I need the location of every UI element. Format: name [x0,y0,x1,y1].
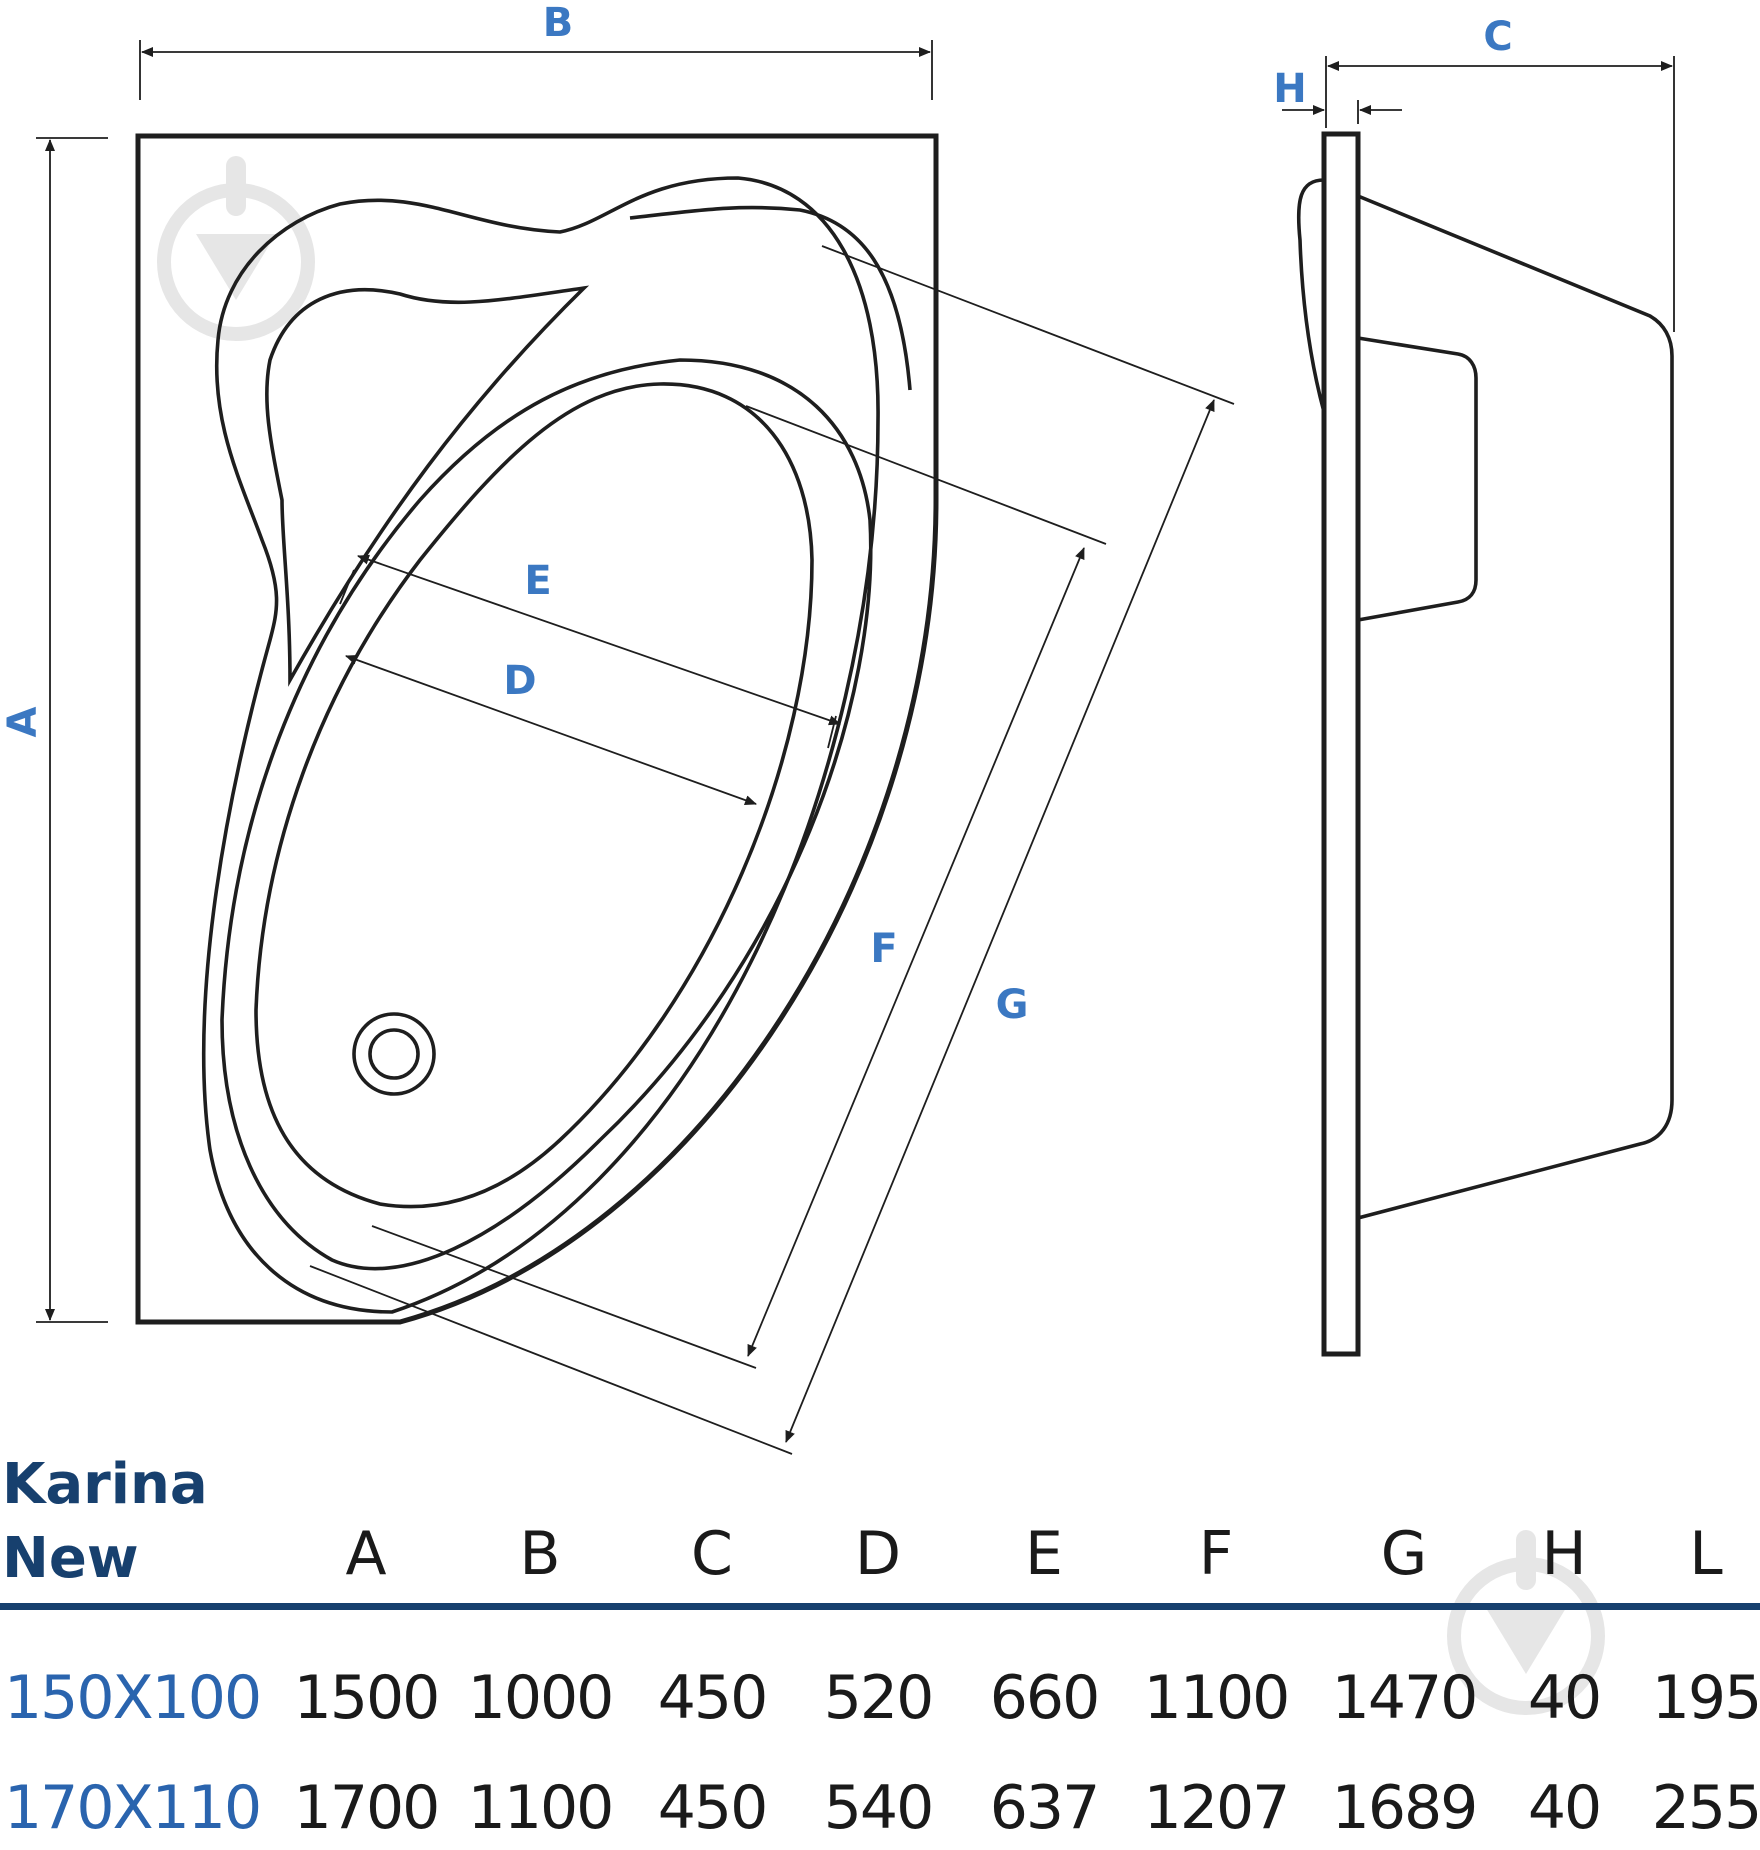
plan-outline [135,133,939,1325]
dim-label-d: D [503,658,536,704]
dim-label-e: E [524,558,551,604]
side-rim [1321,131,1361,1357]
column-header-f: F [1198,1519,1234,1589]
inner-rim [220,358,873,1271]
tub-rim [201,176,880,1314]
seat-outline [265,285,590,687]
table-cell: 255 [1651,1773,1760,1843]
dim-label-b: B [543,0,574,46]
table-cell: 1100 [1143,1663,1291,1733]
watermark-logo-icon [1447,1530,1605,1715]
table-cell: 195 [1651,1663,1760,1733]
table-cell: 637 [989,1773,1101,1843]
table-cell: 1689 [1331,1773,1479,1843]
row-label: 170X110 [4,1773,262,1843]
column-header-h: H [1541,1519,1587,1589]
dim-label-g: G [996,982,1029,1028]
plan-dimensions [36,40,1235,1455]
column-header-c: C [691,1519,733,1589]
table-cell: 540 [823,1773,935,1843]
column-header-d: D [854,1519,902,1589]
basin-outline [254,382,814,1209]
side-step [1357,336,1478,622]
table-cell: 1100 [467,1773,615,1843]
tub-inner-rim [629,205,912,391]
table-cell: 1500 [293,1663,441,1733]
table-cell: 520 [823,1663,935,1733]
side-tub-body [1357,194,1674,1220]
column-header-b: B [519,1519,561,1589]
table-divider [0,1603,1760,1610]
row-label: 150X100 [4,1663,262,1733]
product-name-line2: New [2,1526,139,1591]
column-header-a: A [345,1519,387,1589]
table-cell: 40 [1527,1663,1602,1733]
table-cell: 1207 [1143,1773,1291,1843]
side-dimensions [1282,56,1675,332]
product-name: Karina New [2,1448,208,1596]
table-cell: 660 [989,1663,1101,1733]
column-header-e: E [1025,1519,1063,1589]
table-cell: 1000 [467,1663,615,1733]
dim-label-a: A [0,706,46,737]
table-cell: 1470 [1331,1663,1479,1733]
table-cell: 40 [1527,1773,1602,1843]
column-header-l: L [1689,1519,1723,1589]
side-front-lip [1296,178,1326,413]
table-cell: 1700 [293,1773,441,1843]
drain-icon [352,1012,436,1096]
product-name-line1: Karina [2,1452,208,1517]
dim-label-h: H [1273,66,1306,112]
watermark-logo-icon [157,156,315,341]
column-header-g: G [1380,1519,1428,1589]
side-view [1296,131,1674,1357]
table-cell: 450 [657,1773,769,1843]
table-cell: 450 [657,1663,769,1733]
plan-view [135,133,939,1325]
dim-label-c: C [1483,14,1512,60]
dim-label-f: F [870,926,897,972]
